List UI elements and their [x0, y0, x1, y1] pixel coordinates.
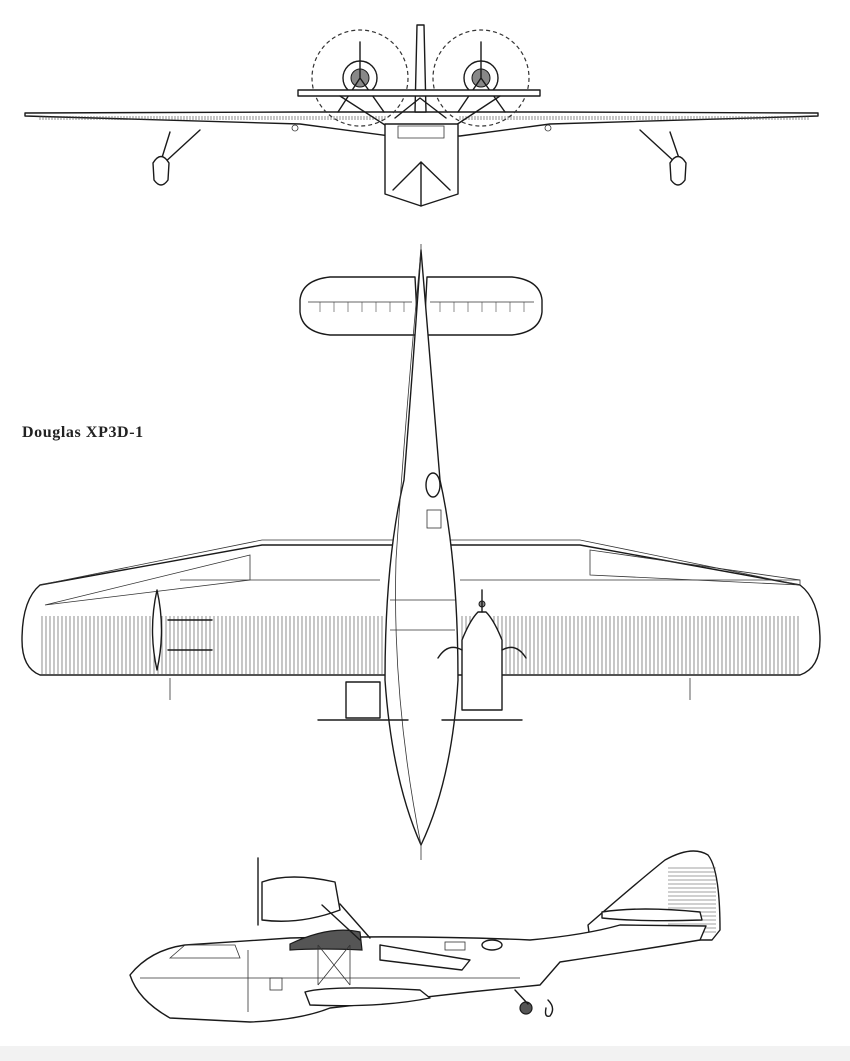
- footer-band: [0, 1046, 850, 1061]
- aircraft-name-caption: Douglas XP3D-1: [22, 424, 144, 441]
- side-view-drawing-icon: [129, 850, 721, 1023]
- top-view-drawing-icon: [21, 244, 821, 860]
- front-view-drawing-icon: [24, 24, 819, 207]
